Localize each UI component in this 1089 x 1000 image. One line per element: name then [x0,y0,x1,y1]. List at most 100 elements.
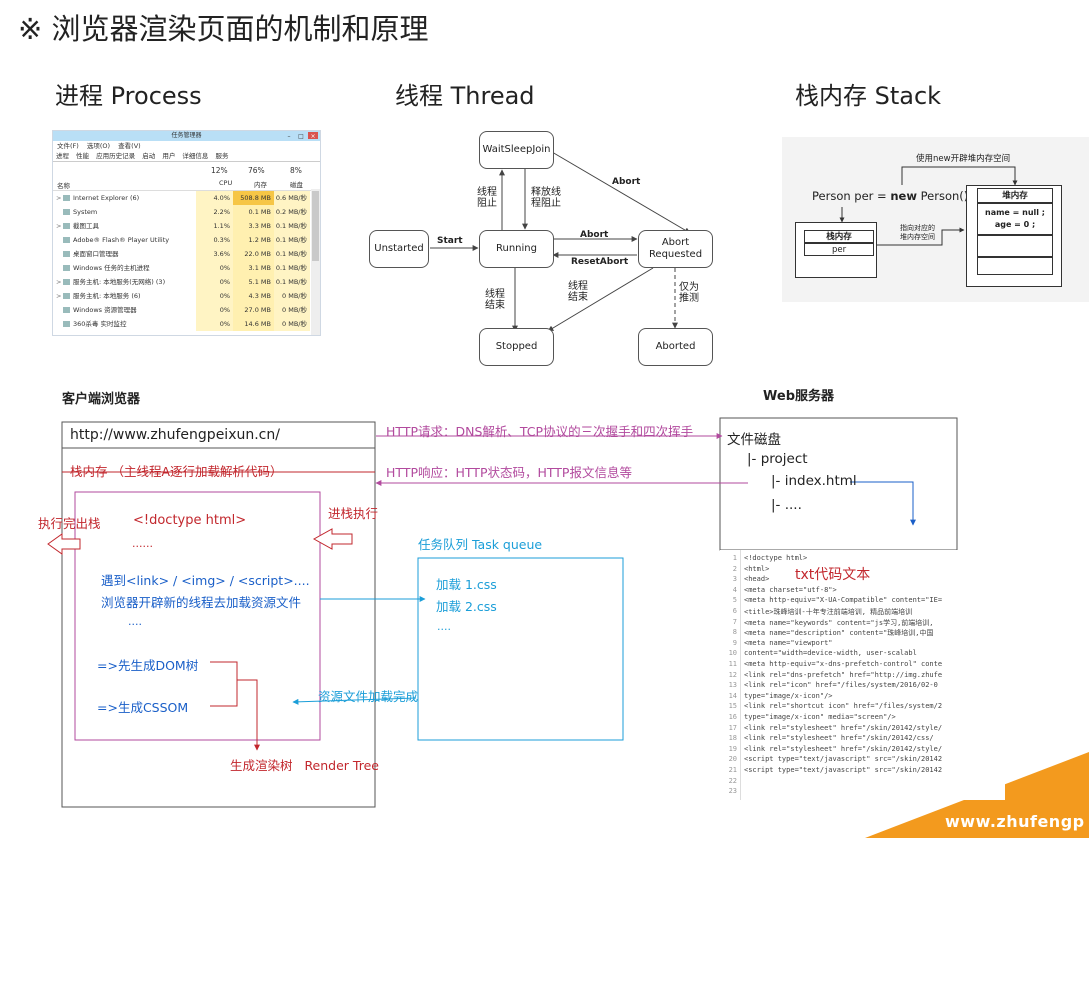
process-name-text: Windows 资源管理器 [73,306,137,314]
close-icon[interactable]: × [308,132,318,140]
process-mem: 27.0 MB [233,303,274,317]
col-name[interactable]: 名称 [57,182,70,190]
stack-head: 栈内存 [804,230,874,243]
code-line: <script type="text/javascript" src="/ski… [744,766,943,774]
process-name: Windows 资源管理器 [63,303,193,317]
stack-mem-label: 栈内存 （主线程A逐行加载解析代码） [70,464,283,479]
process-disk: 0.1 MB/秒 [274,261,310,275]
process-name: 桌面窗口管理器 [63,247,193,261]
tab-app-history[interactable]: 应用历史记录 [96,152,136,160]
tab-users[interactable]: 用户 [162,152,176,160]
app-icon [63,279,70,285]
code-line: type="image/x-icon" media="screen"/> [744,713,896,721]
line-number: 18 [728,734,737,743]
node-abortrequested-line2: Requested [648,249,703,260]
tab-services[interactable]: 服务 [215,152,229,160]
thread-diagram-arrows [430,151,691,332]
line-number: 15 [728,702,737,711]
line-number: 2 [732,564,737,573]
menu-file[interactable]: 文件(F) [57,142,79,150]
minimize-icon[interactable]: – [287,133,291,140]
heap-empty-2 [977,257,1053,275]
code-line: <meta charset="utf-8"> [744,585,837,594]
task-manager-header: 名称 12% CPU 76% 内存 8% 磁盘 [53,162,320,191]
dots-2: .... [128,615,142,628]
doctype-line: <!doctype html> [133,513,247,528]
process-name-text: 服务主机: 本地服务 (6) [73,292,141,300]
tab-performance[interactable]: 性能 [76,152,90,160]
stack-pointer-label: 指向对应的 堆内存空间 [900,224,935,242]
process-name-text: Windows 任务的主机进程 [73,264,150,272]
expand-icon[interactable]: > [56,222,62,230]
app-icon [63,293,70,299]
heap-fields: name = null ; age = 0 ; [977,203,1053,235]
process-disk: 0.1 MB/秒 [274,219,310,233]
code-line: <meta name="description" content="珠峰培训,中… [744,629,934,638]
process-name: 截图工具 [63,219,193,233]
scrollbar[interactable] [311,189,320,335]
maximize-icon[interactable]: □ [298,133,304,140]
stack-code-prefix: Person per = [812,189,891,203]
app-icon [63,209,70,215]
label-abort-mid: Abort [580,230,609,240]
http-request-label: HTTP请求：DNS解析、TCP协议的三次握手和四次挥手 [386,424,694,439]
menu-view[interactable]: 查看(V) [118,142,141,150]
line-number: 17 [728,723,737,732]
code-line: <meta http-equiv="x-dns-prefetch-control… [744,660,943,668]
heap-field-name: name = null ; [985,208,1045,217]
page-title: ※ 浏览器渲染页面的机制和原理 [18,12,429,46]
tab-details[interactable]: 详细信息 [182,152,209,160]
col-mem-pct: 76% [248,166,265,175]
code-line: <script type="text/javascript" src="/ski… [744,755,943,764]
scrollbar-thumb[interactable] [312,191,319,261]
label-resetabort: ResetAbort [571,257,629,267]
col-cpu[interactable]: CPU [219,179,233,187]
code-editor: 1<!doctype html>2<html>3<head>4 <meta ch… [720,550,1005,800]
process-name: System [63,205,193,219]
expand-icon[interactable]: > [56,194,62,202]
tab-processes[interactable]: 进程 [56,152,69,160]
tab-startup[interactable]: 启动 [142,152,156,160]
txt-code-label: txt代码文本 [795,564,871,584]
process-cpu: 0.3% [196,233,233,247]
process-name: 服务主机: 本地服务 (6) [63,289,193,303]
col-disk[interactable]: 磁盘 [290,181,303,189]
code-line: <link rel="stylesheet" href="/skin/20142… [744,744,943,753]
node-waitsleepjoin: WaitSleepJoin [479,131,554,169]
code-line: <meta name="viewport" [744,638,833,647]
process-name-text: System [73,208,98,216]
process-cpu: 1.1% [196,219,233,233]
heap-field-age: age = 0 ; [994,220,1036,229]
line-number: 8 [732,628,737,637]
label-end-mid-2: 结束 [568,292,588,303]
stack-top-label: 使用new开辟堆内存空间 [916,154,1011,164]
stack-code: Person per = new Person() ; [812,189,976,203]
process-mem: 22.0 MB [233,247,274,261]
stack-code-suffix: Person() ; [916,189,976,203]
label-only-2: 推测 [679,293,699,304]
menu-options[interactable]: 选项(O) [86,142,111,150]
col-mem[interactable]: 内存 [254,181,267,189]
process-disk: 0 MB/秒 [274,317,310,331]
line-number: 3 [732,575,737,584]
url-bar[interactable]: http://www.zhufengpeixun.cn/ [70,427,280,443]
expand-icon[interactable]: > [56,292,62,300]
label-block-1: 线程 [477,187,497,198]
label-release-2: 程阻止 [531,198,561,209]
code-line: <link rel="stylesheet" href="/skin/20142… [744,734,934,743]
task-manager-titlebar: 任务管理器 – □ × [53,131,320,141]
process-name-text: Internet Explorer (6) [73,194,140,202]
expand-icon[interactable]: > [56,278,62,286]
label-end-left-1: 线程 [485,289,505,300]
